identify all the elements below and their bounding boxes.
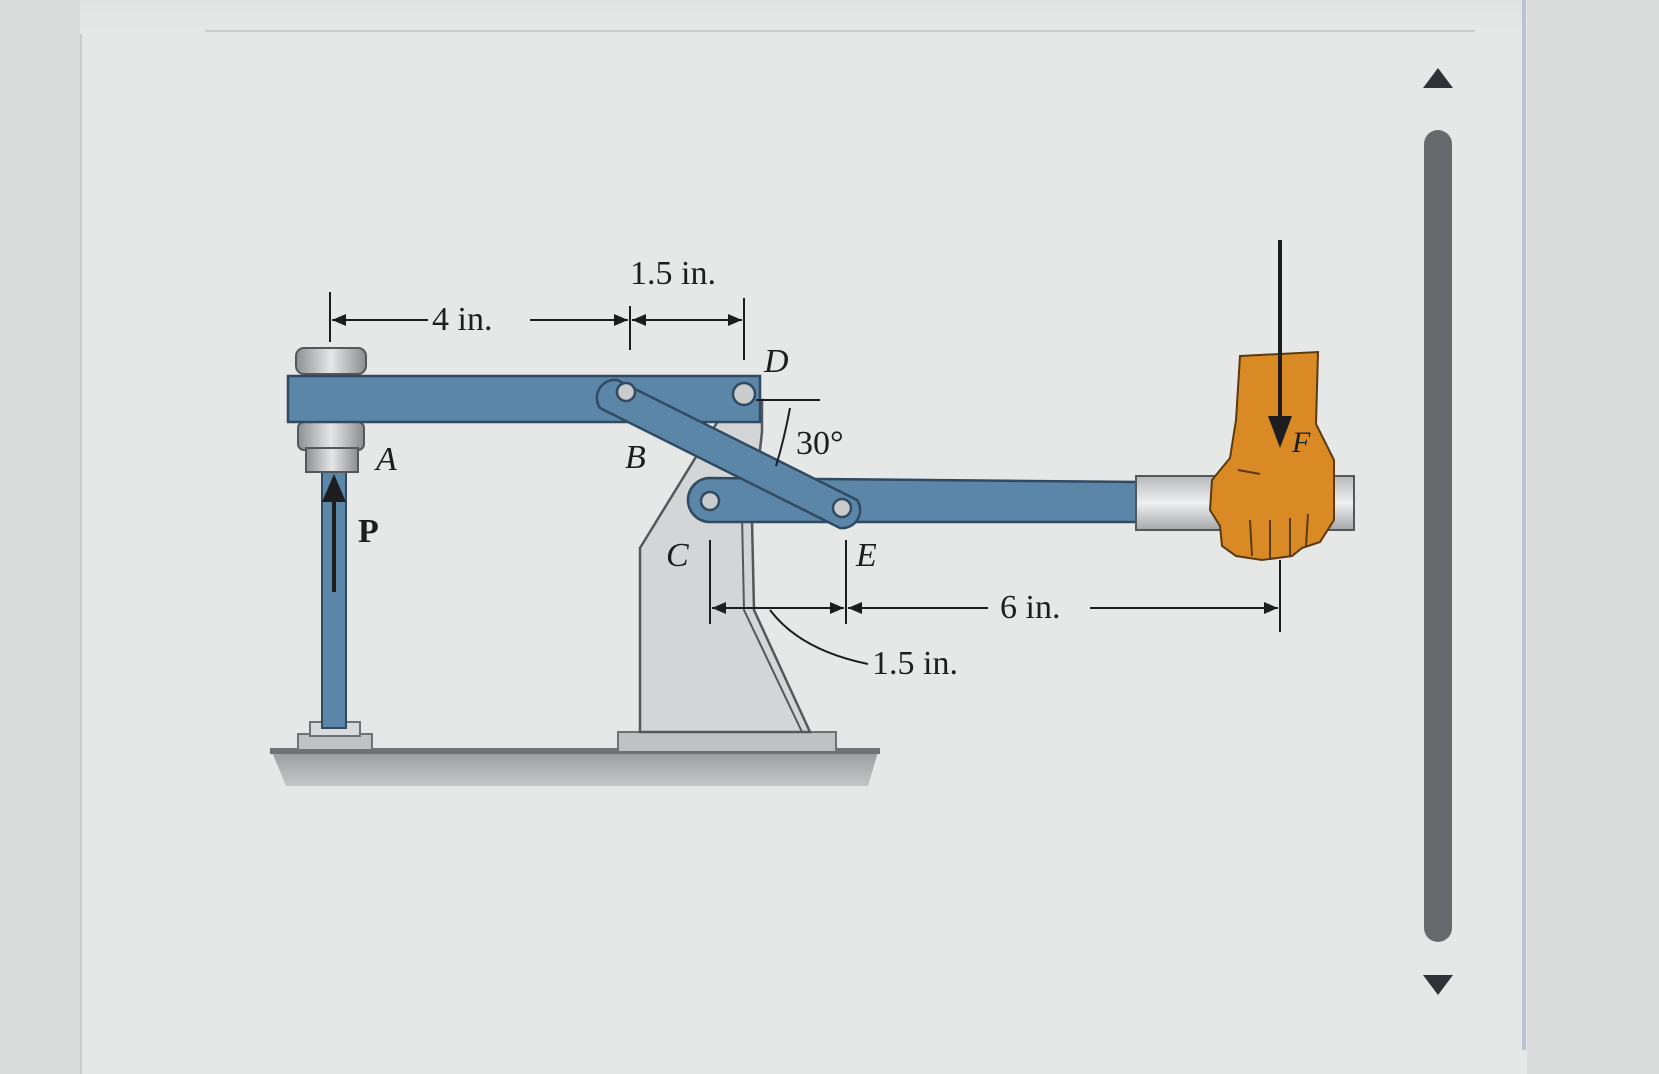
pin-D [731,381,757,407]
dimension-lines-bottom [709,540,1281,665]
arrowhead [1264,602,1278,614]
support-base-plate [617,731,837,753]
triangle-down-icon[interactable] [1423,975,1453,995]
divider [205,30,1475,32]
label-E: E [855,537,877,574]
plunger-rod [321,469,347,729]
angle-marker [756,399,820,467]
triangle-up-icon[interactable] [1423,68,1453,88]
link-BE [595,378,862,530]
dimension-a-to-b: 4 in. [432,301,492,338]
arrowhead [712,602,726,614]
arrowhead [332,314,346,326]
hand [1208,350,1335,562]
dimension-c-to-e: 1.5 in. [872,645,958,682]
label-B: B [625,439,646,476]
label-P: P [358,513,379,550]
dimension-b-to-d: 1.5 in. [630,255,716,292]
panel-header-area [80,0,1525,34]
arrowhead [848,602,862,614]
force-F-arrow [1268,240,1292,448]
dimension-lines-top [329,292,745,360]
vertical-scrollbar[interactable] [1410,60,1456,1010]
label-A: A [374,441,397,478]
label-C: C [666,537,689,574]
arrowhead [728,314,742,326]
angle-label: 30° [796,425,844,462]
scrollbar-thumb[interactable] [1424,130,1452,942]
support-frame [638,398,812,734]
ground [270,748,880,786]
dimension-e-to-f: 6 in. [1000,589,1060,626]
arrowhead [614,314,628,326]
clamp-bolt [295,347,367,473]
force-P-arrow [322,474,346,592]
arrowhead [632,314,646,326]
label-D: D [763,343,789,380]
panel-border [1522,0,1526,1050]
label-F: F [1291,426,1311,459]
arrowhead [830,602,844,614]
